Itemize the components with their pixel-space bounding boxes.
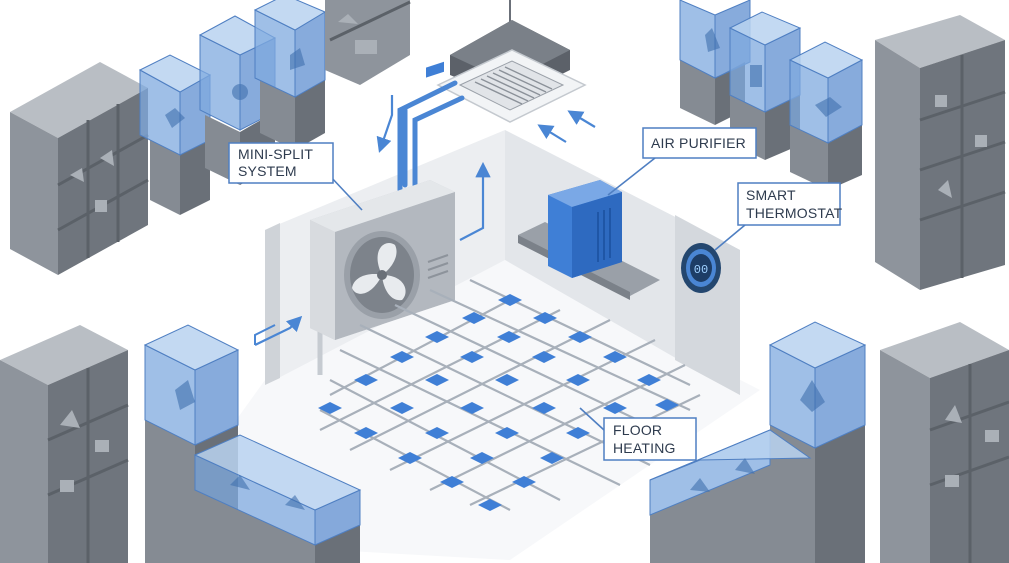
air-purifier-label: AIR PURIFIER <box>651 135 746 151</box>
heating-tile <box>398 452 422 464</box>
heating-tile <box>655 399 679 411</box>
heating-tile <box>532 351 556 363</box>
heating-tile <box>354 374 378 386</box>
heating-tile <box>425 374 449 386</box>
heating-tile <box>462 312 486 324</box>
ceiling-cassette-unit <box>376 0 596 153</box>
fan-blades <box>352 243 406 301</box>
heating-tile <box>603 351 627 363</box>
heating-tile <box>566 374 590 386</box>
heating-tile <box>440 476 464 488</box>
heating-tile <box>498 294 522 306</box>
glass-cases-top-right <box>679 0 864 190</box>
smart-thermostat-label-line1: SMART <box>746 187 796 203</box>
shelf-top-right <box>875 15 1006 290</box>
heating-tile <box>566 427 590 439</box>
heating-tile <box>568 331 592 343</box>
heating-tile <box>495 427 519 439</box>
floor-heating-label-line2: HEATING <box>613 440 676 456</box>
left-wall-edge <box>265 223 280 385</box>
heating-tile <box>540 452 564 464</box>
heating-tile <box>495 374 519 386</box>
thermostat-display: 00 <box>694 263 708 277</box>
heating-tile <box>533 312 557 324</box>
smart-thermostat-device: 00 <box>681 243 721 293</box>
callout-mini-split: MINI-SPLIT SYSTEM <box>228 142 363 211</box>
shelf-top-left <box>10 62 149 275</box>
heating-tile <box>512 476 536 488</box>
shelf-bottom-left <box>0 325 129 563</box>
heating-tile <box>478 499 502 511</box>
heating-tile <box>460 402 484 414</box>
heating-tile <box>425 427 449 439</box>
mini-split-unit <box>310 61 455 340</box>
heating-tiles <box>318 294 679 511</box>
glass-cases-bottom-right <box>649 321 867 563</box>
callout-floor-heating: FLOOR HEATING <box>579 407 697 461</box>
heating-tile <box>497 331 521 343</box>
heating-tile <box>390 402 414 414</box>
floor-heating-label-line1: FLOOR <box>613 422 662 438</box>
mini-split-label-line1: MINI-SPLIT <box>238 146 313 162</box>
heating-tile <box>603 402 627 414</box>
heating-tile <box>532 402 556 414</box>
callout-smart-thermostat: SMART THERMOSTAT <box>714 182 843 251</box>
callout-air-purifier: AIR PURIFIER <box>607 127 757 196</box>
heating-tile <box>318 402 342 414</box>
mini-split-label-line2: SYSTEM <box>238 163 297 179</box>
floor-heating-grid <box>318 279 701 511</box>
glass-cases-bottom-left <box>143 324 362 563</box>
heating-tile <box>354 427 378 439</box>
heating-tile <box>425 331 449 343</box>
heating-tile <box>390 351 414 363</box>
shelf-bottom-right <box>880 322 1009 563</box>
heating-tile <box>637 374 661 386</box>
heating-tile <box>460 351 484 363</box>
heating-tile <box>470 452 494 464</box>
air-purifier-unit <box>518 180 660 300</box>
smart-thermostat-label-line2: THERMOSTAT <box>746 205 843 221</box>
